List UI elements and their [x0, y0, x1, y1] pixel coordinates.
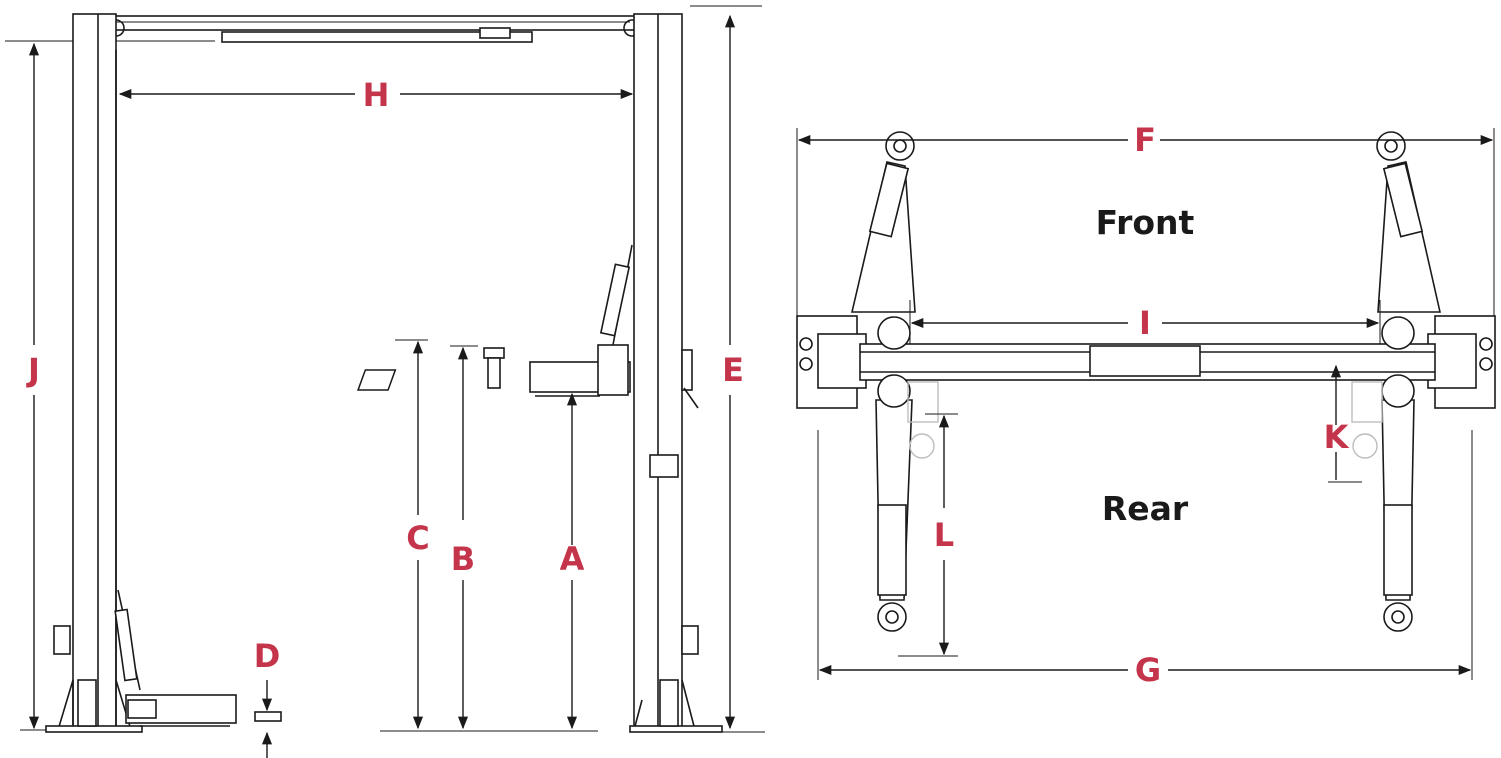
plan-dimensions [796, 128, 1495, 680]
elevation-view: H J E C B A D [5, 5, 765, 758]
elevation-dimensions [20, 5, 765, 758]
view-label-rear: Rear [1102, 489, 1189, 528]
dimension-label-e: E [722, 351, 744, 389]
plan-view: F G I K L Front Rear [796, 121, 1496, 689]
dimension-label-g: G [1135, 651, 1161, 689]
dimension-label-h: H [363, 76, 390, 114]
dimension-label-f: F [1134, 121, 1156, 159]
rear-arms [875, 374, 1415, 632]
dimension-label-k: K [1324, 418, 1350, 456]
front-arms [850, 131, 1442, 350]
view-label-front: Front [1096, 203, 1195, 242]
raised-arm [356, 244, 633, 397]
dimension-label-a: A [560, 540, 585, 578]
left-column [45, 13, 282, 733]
dimension-label-d: D [254, 637, 281, 675]
dimension-label-l: L [934, 516, 954, 554]
retracted-arms-ghost [907, 381, 1383, 459]
dimension-label-c: C [406, 519, 429, 557]
right-column [629, 13, 723, 733]
dimension-label-j: J [26, 351, 40, 389]
dimension-label-b: B [451, 540, 475, 578]
dimension-label-i: I [1139, 304, 1151, 342]
